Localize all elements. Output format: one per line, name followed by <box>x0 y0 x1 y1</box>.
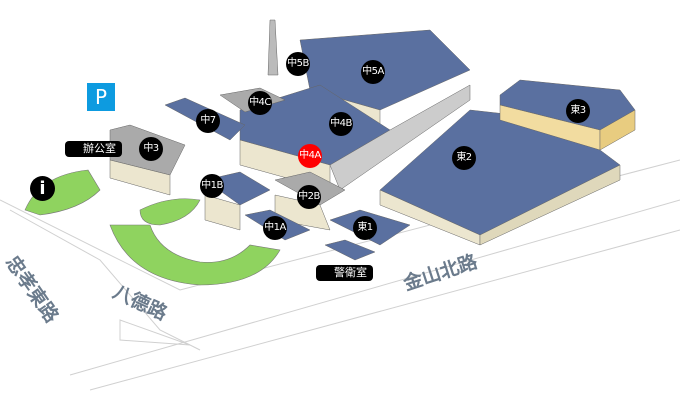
building-marker-c2b[interactable]: 中2B <box>297 185 321 209</box>
building-marker-e1[interactable]: 東1 <box>353 216 377 240</box>
building-marker-e2[interactable]: 東2 <box>452 146 476 170</box>
building-marker-e3[interactable]: 東3 <box>566 99 590 123</box>
parking-icon[interactable]: P <box>87 83 115 111</box>
building-marker-c1b[interactable]: 中1B <box>200 174 224 198</box>
guard-room-tag[interactable]: 警衛室 <box>316 265 373 281</box>
info-center-icon[interactable]: i <box>30 176 55 201</box>
office-tag[interactable]: 辦公室 <box>65 141 122 157</box>
building-marker-c4c[interactable]: 中4C <box>248 91 272 115</box>
lawns <box>24 169 281 286</box>
building-marker-c4a-selected[interactable]: 中4A <box>298 144 322 168</box>
building-marker-c5b[interactable]: 中5B <box>286 52 310 76</box>
building-marker-c1a[interactable]: 中1A <box>263 216 287 240</box>
building-marker-c4b[interactable]: 中4B <box>329 112 353 136</box>
building-marker-c5a[interactable]: 中5A <box>361 60 385 84</box>
building-marker-c7[interactable]: 中7 <box>196 109 220 133</box>
building-marker-c3[interactable]: 中3 <box>139 137 163 161</box>
